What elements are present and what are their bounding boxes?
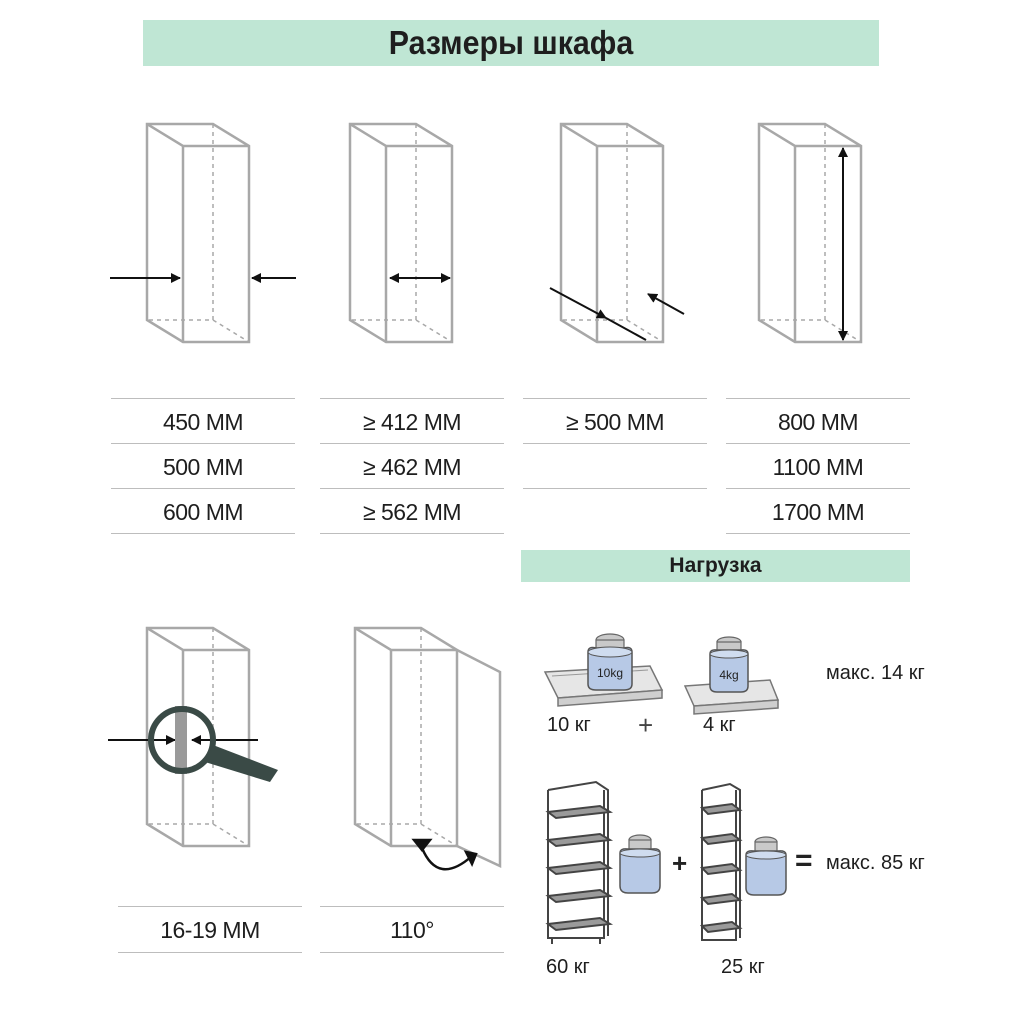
- table-rule: [523, 443, 707, 444]
- table-rule: [111, 533, 295, 534]
- door-angle-value: 110°: [390, 916, 434, 943]
- panel-thickness-value: 16-19 ММ: [160, 916, 260, 943]
- inner-width-value: ≥ 562 ММ: [362, 498, 462, 525]
- load-section-title-text: Нагрузка: [669, 554, 762, 577]
- weight-icon: 10kg: [587, 633, 633, 691]
- table-rule: [726, 443, 910, 444]
- page-title: Размеры шкафа: [143, 20, 879, 66]
- rack-icon: [699, 782, 743, 941]
- table-rule: [118, 952, 302, 953]
- plus-sign: +: [672, 848, 688, 878]
- table-rule: [111, 488, 295, 489]
- height-value: 800 ММ: [777, 408, 859, 435]
- table-rule: [320, 488, 504, 489]
- depth-arrows-icon: [549, 287, 685, 341]
- inner-width-value: ≥ 412 ММ: [362, 408, 462, 435]
- table-rule: [111, 398, 295, 399]
- table-rule: [118, 906, 302, 907]
- weight-icon: [745, 836, 787, 896]
- cabinet-depth-illustration: [559, 122, 665, 344]
- width-value: 600 ММ: [162, 498, 244, 525]
- table-rule: [320, 533, 504, 534]
- height-value: 1700 ММ: [771, 498, 865, 525]
- cabinet-panel-thickness-illustration: [145, 626, 251, 848]
- inner-width-value: ≥ 462 ММ: [362, 453, 462, 480]
- table-rule: [320, 906, 504, 907]
- depth-value: ≥ 500 ММ: [565, 408, 665, 435]
- weight-4kg-label: 4kg: [719, 668, 738, 682]
- max-basket-load: макс. 14 кг: [826, 662, 925, 684]
- load-section-title: Нагрузка: [521, 550, 910, 582]
- width-value: 450 ММ: [162, 408, 244, 435]
- basket-bottom-load: 4 кг: [703, 714, 736, 736]
- table-rule: [726, 488, 910, 489]
- magnifier-icon: [148, 706, 278, 782]
- equals-sign: =: [795, 844, 813, 877]
- height-value: 1100 ММ: [772, 453, 864, 480]
- table-rule: [523, 398, 707, 399]
- cabinet-height-illustration: [757, 122, 863, 344]
- weight-10kg-label: 10kg: [597, 666, 623, 680]
- table-rule: [523, 488, 707, 489]
- basket-top-load: 10 кг: [547, 714, 591, 736]
- width-value: 500 ММ: [162, 453, 244, 480]
- table-rule: [320, 443, 504, 444]
- max-rack-load: макс. 85 кг: [826, 852, 925, 874]
- cabinet-inner-width-illustration: [348, 122, 454, 344]
- table-rule: [320, 398, 504, 399]
- door-swing-icon: [411, 838, 478, 871]
- page-title-text: Размеры шкафа: [388, 24, 634, 61]
- cabinet-door-angle-illustration: [353, 626, 502, 868]
- weight-icon: [619, 834, 661, 894]
- rack-a-load: 60 кг: [546, 956, 590, 978]
- weight-icon: 4kg: [709, 636, 749, 693]
- table-rule: [320, 952, 504, 953]
- rack-icon: [545, 780, 614, 944]
- table-rule: [726, 533, 910, 534]
- cabinet-width-illustration: [145, 122, 251, 344]
- plus-sign: +: [638, 710, 654, 740]
- table-rule: [726, 398, 910, 399]
- table-rule: [111, 443, 295, 444]
- rack-b-load: 25 кг: [721, 956, 765, 978]
